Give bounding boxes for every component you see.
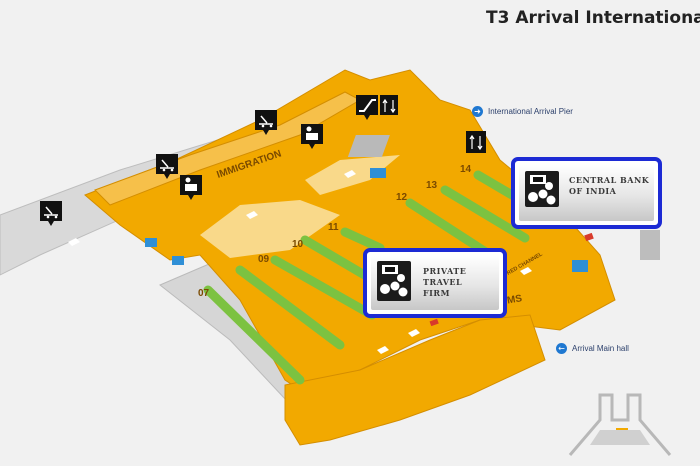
central-bank-callout[interactable]: CENTRAL BANK OF INDIA [511, 157, 662, 229]
red-marker-1 [584, 232, 594, 242]
immigration-officer-icon-2 [301, 124, 323, 149]
restroom-tile-2 [145, 238, 157, 247]
private-travel-firm-callout[interactable]: PRIVATE TRAVEL FIRM [363, 248, 507, 318]
locator-minimap [568, 393, 672, 456]
belt-12-a [340, 227, 385, 253]
info-pin [246, 211, 258, 219]
callout-panel: PRIVATE TRAVEL FIRM [371, 256, 499, 310]
belt-label-09: 09 [258, 254, 270, 265]
main-hall-link-label: Arrival Main hall [572, 344, 629, 353]
callout-panel: CENTRAL BANK OF INDIA [519, 165, 654, 221]
international-arrival-pier-link[interactable]: ➜ International Arrival Pier [472, 106, 573, 117]
info-pin [377, 346, 389, 354]
arrival-main-hall-floor [284, 314, 546, 446]
light-zone-west [200, 200, 340, 258]
belt-label-11: 11 [328, 222, 339, 233]
arrow-right-icon: ➜ [472, 106, 483, 117]
elevator-icon-1 [380, 95, 398, 115]
central-bank-label-line1: CENTRAL BANK [569, 175, 650, 185]
trolley-icon-2 [156, 154, 178, 179]
service-block-1 [347, 135, 390, 157]
elevator-icon-2 [466, 131, 486, 153]
trolley-icon-1 [40, 201, 62, 226]
info-pins [68, 170, 532, 354]
restroom-tile-1 [370, 168, 386, 178]
pier-link-label: International Arrival Pier [488, 107, 573, 116]
belt-label-14: 14 [460, 164, 472, 175]
currency-exchange-icon [377, 261, 411, 301]
belt-14 [473, 170, 517, 200]
escalator-icon [356, 95, 378, 120]
red-marker-2 [429, 318, 439, 327]
restroom-tile-3 [172, 256, 184, 265]
arrival-main-hall-link[interactable]: ← Arrival Main hall [556, 343, 629, 354]
info-pin [344, 170, 356, 178]
service-block-2 [640, 230, 660, 260]
belt-label-07: 07 [198, 288, 210, 299]
private-firm-label-line1: PRIVATE [423, 266, 467, 276]
page-title: T3 Arrival International [486, 8, 700, 28]
currency-exchange-icon [525, 171, 559, 207]
arrow-left-icon: ← [556, 343, 567, 354]
belt-09 [235, 265, 345, 350]
belt-07 [203, 285, 305, 385]
info-pin [68, 238, 80, 246]
private-firm-label-line3: FIRM [423, 288, 450, 298]
belt-13 [440, 185, 530, 243]
belt-label-13: 13 [426, 180, 438, 191]
belt-label-10: 10 [292, 239, 304, 250]
trolley-icon-3 [255, 110, 277, 135]
info-pin [520, 267, 532, 275]
info-pin [408, 329, 420, 337]
private-firm-label-line2: TRAVEL [423, 277, 463, 287]
restroom-tile-4 [572, 260, 588, 272]
belt-10 [270, 255, 377, 320]
belt-label-12: 12 [396, 192, 408, 203]
central-bank-label-line2: OF INDIA [569, 186, 617, 196]
immigration-officer-icon-1 [180, 175, 202, 200]
